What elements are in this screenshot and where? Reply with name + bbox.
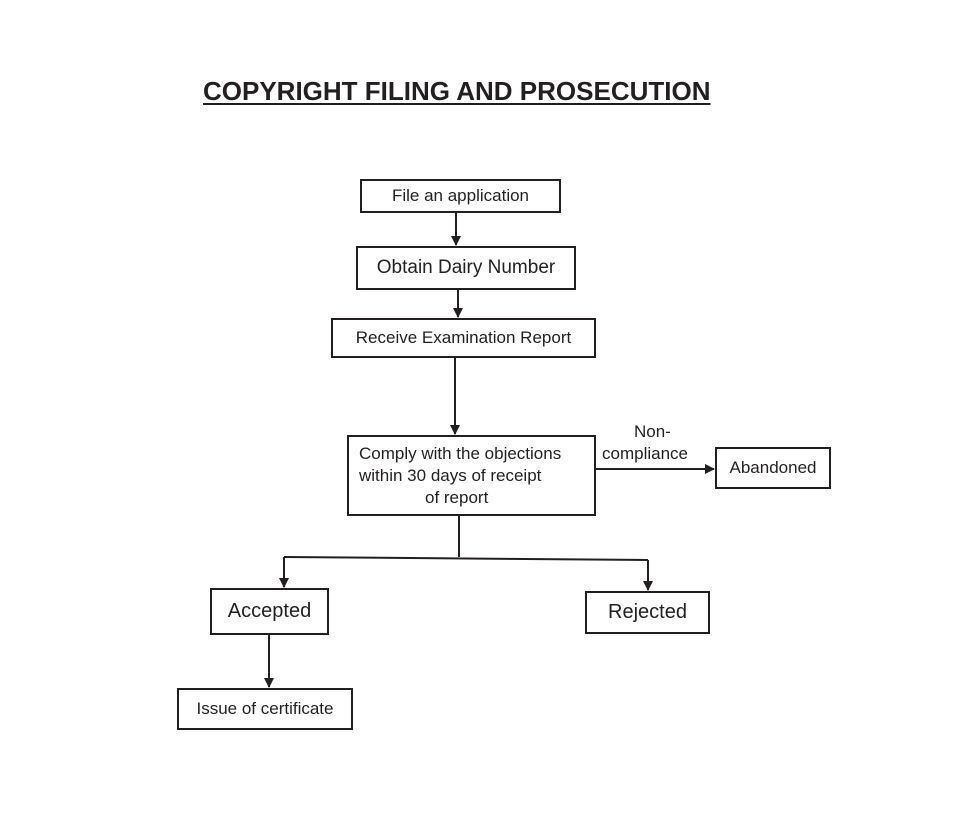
outcome-accepted-label: Accepted <box>227 600 312 622</box>
edge-label-compliance: compliance <box>602 444 688 463</box>
step-issue-of-certificate: Issue of certificate <box>177 688 353 730</box>
comply-line-2: within 30 days of receipt <box>359 466 542 485</box>
step-file-application-label: File an application <box>391 186 530 205</box>
outcome-abandoned: Abandoned <box>715 447 831 489</box>
step-file-application: File an application <box>360 179 561 213</box>
step-issue-of-certificate-label: Issue of certificate <box>196 699 334 718</box>
outcome-abandoned-label: Abandoned <box>729 458 817 477</box>
outcome-accepted: Accepted <box>210 588 329 635</box>
outcome-rejected: Rejected <box>585 591 710 634</box>
step-receive-examination-report: Receive Examination Report <box>331 318 596 358</box>
step-obtain-diary-number-label: Obtain Dairy Number <box>376 257 556 278</box>
comply-line-1: Comply with the objections <box>359 444 562 463</box>
page-title: COPYRIGHT FILING AND PROSECUTION <box>203 76 711 106</box>
step-obtain-diary-number: Obtain Dairy Number <box>356 246 576 290</box>
edge-label-non: Non- <box>634 422 671 441</box>
comply-line-3: of report <box>425 488 489 507</box>
step-comply-with-objections: Comply with the objections within 30 day… <box>347 435 596 516</box>
step-receive-examination-report-label: Receive Examination Report <box>355 328 572 347</box>
connector-branch-horizontal <box>283 556 649 561</box>
outcome-rejected-label: Rejected <box>608 601 687 623</box>
